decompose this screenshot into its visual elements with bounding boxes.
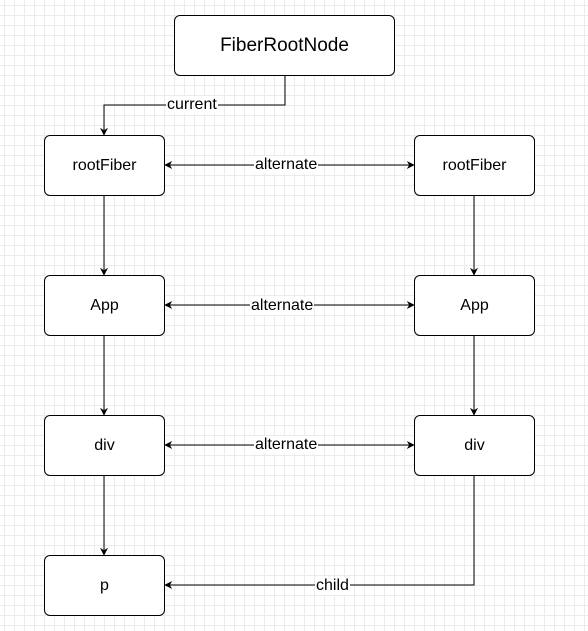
edge-label-current: current [166,96,218,114]
edge-label-alternate-div: alternate [254,436,319,454]
edge-label-alternate-app: alternate [250,297,315,315]
current-div-node: div [44,415,165,476]
wip-app-node: App [414,275,535,336]
current-root-fiber-node: rootFiber [44,135,165,196]
current-app-node: App [44,275,165,336]
current-p-node: p [44,555,165,616]
wip-div-node: div [414,415,535,476]
edge-label-child: child [315,577,350,595]
fiber-root-node: FiberRootNode [174,15,395,76]
wip-root-fiber-node: rootFiber [414,135,535,196]
edge-label-alternate-root: alternate [254,156,319,174]
edge-child-line [164,475,475,589]
